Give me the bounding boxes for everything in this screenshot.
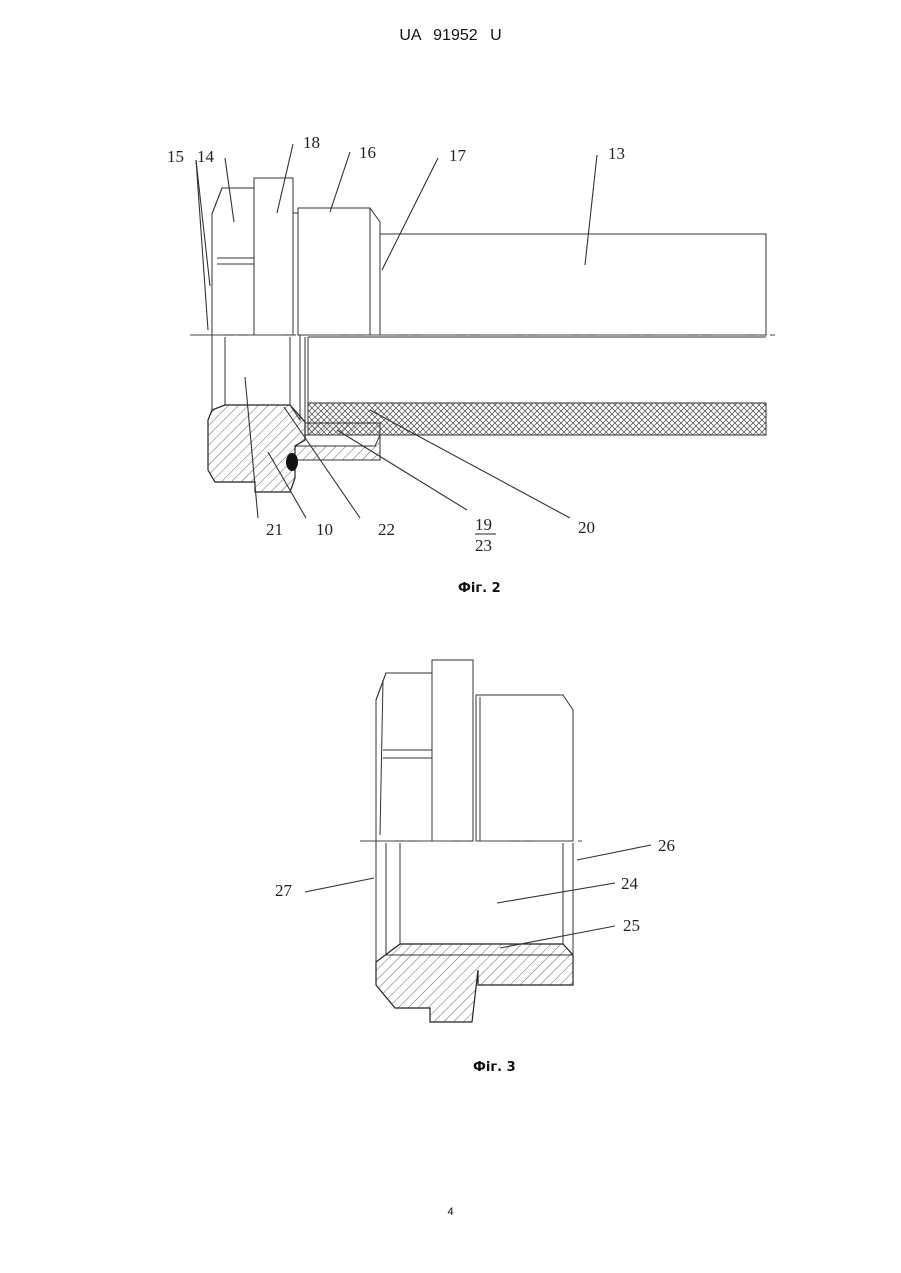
figure-2-caption: Фіг. 2 — [458, 581, 501, 596]
label-26: 26 — [658, 836, 675, 855]
page-number: 4 — [0, 1206, 901, 1218]
label-10: 10 — [316, 520, 333, 539]
label-13: 13 — [608, 144, 625, 163]
label-22: 22 — [378, 520, 395, 539]
label-16: 16 — [359, 143, 376, 162]
label-14: 14 — [197, 147, 215, 166]
label-27: 27 — [275, 881, 293, 900]
label-18: 18 — [303, 133, 320, 152]
label-19: 19 — [475, 515, 492, 534]
label-21: 21 — [266, 520, 283, 539]
label-17: 17 — [449, 146, 467, 165]
label-24: 24 — [621, 874, 639, 893]
label-20: 20 — [578, 518, 595, 537]
figure-3-caption: Фіг. 3 — [473, 1060, 516, 1075]
label-23: 23 — [475, 536, 492, 555]
figure-2-drawing — [190, 144, 775, 518]
label-15: 15 — [167, 147, 184, 166]
figure-3-drawing — [305, 660, 651, 1022]
label-25: 25 — [623, 916, 640, 935]
